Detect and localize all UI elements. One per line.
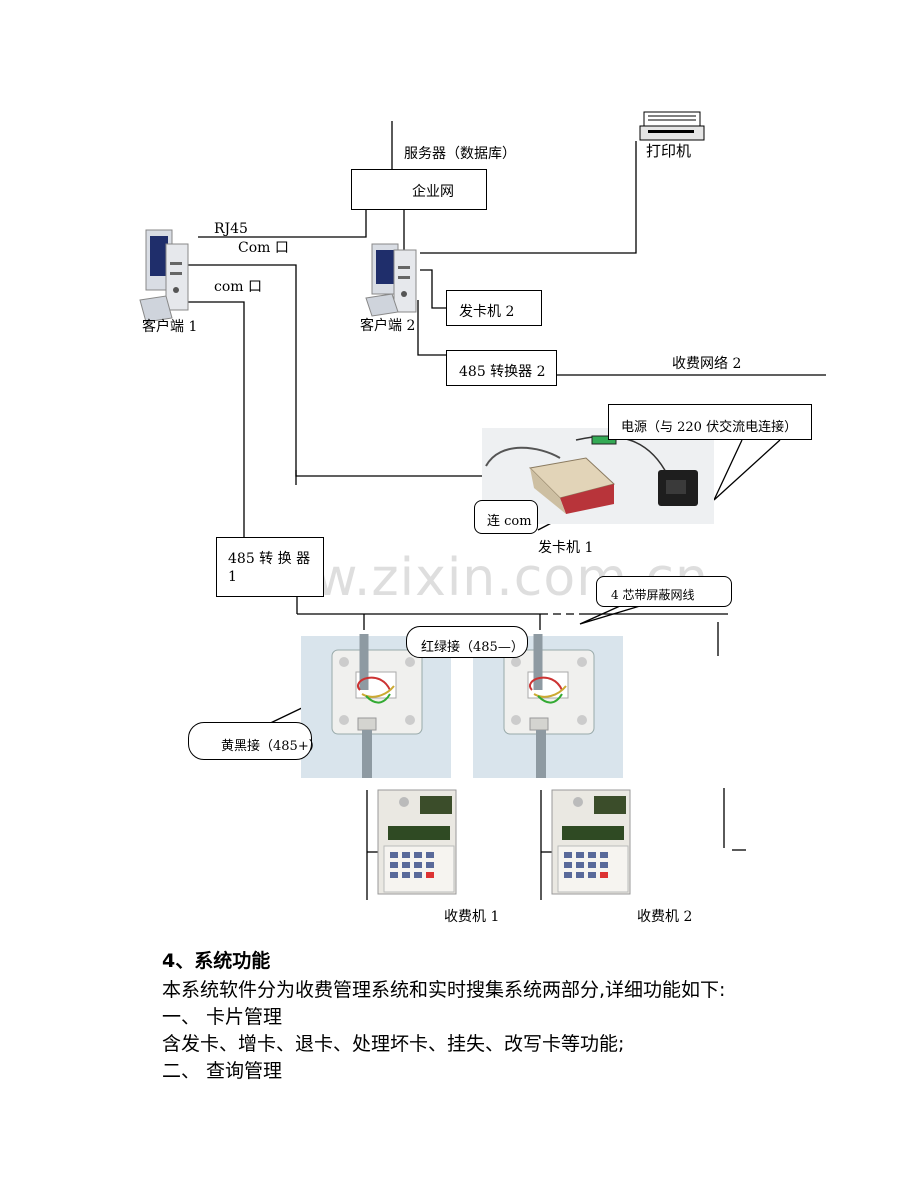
power-note-label: 电源（与 220 伏交流电连接） — [621, 420, 798, 435]
converter1-label-line1: 485 转 换 器 — [228, 551, 311, 567]
client2-label: 客户端 2 — [360, 318, 416, 334]
rj45-label: RJ45 — [214, 221, 248, 237]
list-item: 含发卡、增卡、退卡、处理坏卡、挂失、改写卡等功能; — [162, 1033, 625, 1055]
enterprise-network-label: 企业网 — [412, 184, 454, 200]
yellow-black-callout: 黄黑接（485+） — [188, 722, 322, 760]
client2-computer-icon — [365, 243, 417, 317]
list-item: 二、 查询管理 — [162, 1060, 283, 1082]
pos2-label: 收费机 2 — [637, 909, 693, 925]
pos-terminal1-photo — [377, 789, 457, 895]
enterprise-network-box: 企业网 — [351, 169, 487, 210]
connect-com-label: 连 com — [487, 514, 532, 529]
converter2-label: 485 转换器 2 — [459, 364, 546, 380]
section-intro: 本系统软件分为收费管理系统和实时搜集系统两部分,详细功能如下: — [162, 979, 726, 1001]
card-issuer2-label: 发卡机 2 — [459, 304, 515, 320]
list-item: 一、 卡片管理 — [162, 1006, 283, 1028]
card-issuer1-label: 发卡机 1 — [538, 540, 594, 556]
connect-com-callout: 连 com — [474, 500, 538, 534]
converter2-box: 485 转换器 2 — [446, 350, 557, 386]
server-label: 服务器（数据库） — [404, 146, 516, 162]
converter1-box: 485 转 换 器 1 — [216, 537, 324, 597]
card-issuer2-box: 发卡机 2 — [446, 290, 542, 326]
terminal-block1-photo — [301, 634, 451, 778]
client1-computer-icon — [139, 229, 189, 323]
pos-terminal2-photo — [551, 789, 631, 895]
fee-network2-label: 收费网络 2 — [672, 356, 742, 372]
section-heading: 4、系统功能 — [162, 950, 271, 972]
red-green-label: 红绿接（485—） — [421, 640, 524, 655]
terminal-block2-photo — [473, 634, 623, 778]
red-green-callout: 红绿接（485—） — [406, 626, 528, 658]
printer-icon — [639, 111, 705, 141]
shield-cable-label: 4 芯带屏蔽网线 — [611, 588, 695, 602]
com-port-lower-label: com 口 — [214, 279, 262, 295]
converter1-label-line2: 1 — [228, 569, 237, 585]
power-note-box: 电源（与 220 伏交流电连接） — [608, 404, 812, 440]
printer-label: 打印机 — [646, 142, 692, 160]
client1-label: 客户端 1 — [142, 319, 198, 335]
com-port-upper-label: Com 口 — [238, 240, 289, 256]
shield-cable-callout: 4 芯带屏蔽网线 — [596, 576, 732, 607]
pos1-label: 收费机 1 — [444, 909, 500, 925]
yellow-black-label: 黄黑接（485+） — [221, 739, 322, 754]
